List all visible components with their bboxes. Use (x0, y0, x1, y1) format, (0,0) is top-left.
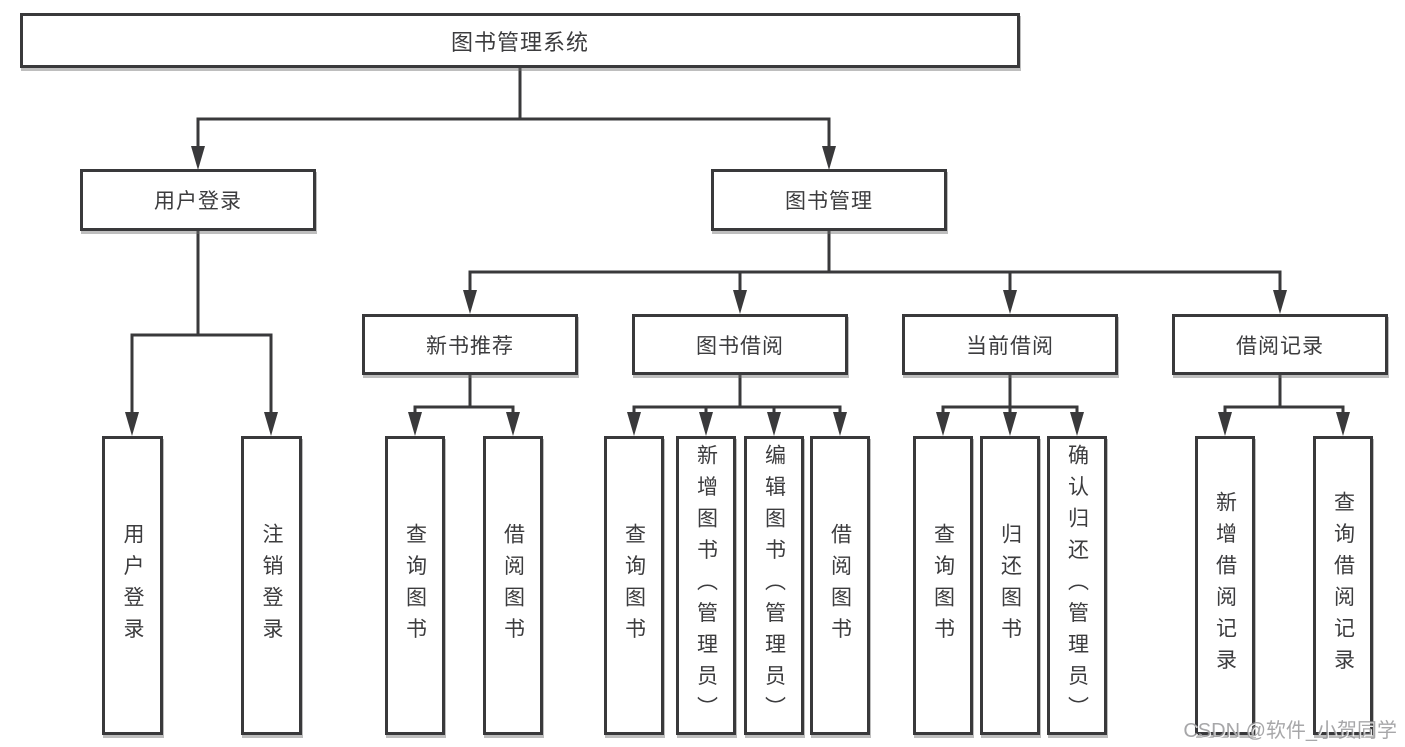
node-new-book-recommendation: 新书推荐 (362, 314, 578, 375)
node-label: 查询图书 (931, 522, 955, 649)
node-label: 查询借阅记录 (1331, 491, 1355, 680)
node-label: 借阅图书 (828, 522, 852, 649)
node-label: 借阅图书 (501, 522, 525, 649)
node-book-management: 图书管理 (711, 169, 947, 231)
node-label: 编辑图书（管理员） (762, 443, 786, 728)
node-label: 借阅记录 (1236, 334, 1324, 358)
leaf-add-books-admin: 新增图书（管理员） (676, 436, 736, 735)
leaf-logout: 注销登录 (241, 436, 302, 735)
leaf-query-borrow-record: 查询借阅记录 (1313, 436, 1373, 735)
node-label: 查询图书 (622, 522, 646, 649)
leaf-borrow-books-1: 借阅图书 (483, 436, 543, 735)
node-library-management-system: 图书管理系统 (20, 13, 1020, 68)
leaf-query-books-3: 查询图书 (913, 436, 973, 735)
leaf-query-books-1: 查询图书 (385, 436, 445, 735)
node-book-borrowing: 图书借阅 (632, 314, 848, 375)
watermark: CSDN @软件_小贺同学 (1183, 720, 1397, 742)
leaf-user-login: 用户登录 (102, 436, 163, 735)
node-label: 新增借阅记录 (1213, 491, 1237, 680)
arrowheads (125, 146, 1350, 436)
leaf-confirm-return-admin: 确认归还（管理员） (1047, 436, 1107, 735)
node-label: 查询图书 (403, 522, 427, 649)
node-label: 注销登录 (260, 522, 283, 649)
leaf-edit-books-admin: 编辑图书（管理员） (744, 436, 804, 735)
node-label: 图书管理系统 (450, 29, 589, 55)
leaf-borrow-books-2: 借阅图书 (810, 436, 870, 735)
leaf-query-books-2: 查询图书 (604, 436, 664, 735)
node-label: 图书管理 (785, 190, 873, 213)
node-label: 当前借阅 (966, 334, 1054, 358)
node-label: 用户登录 (154, 190, 242, 213)
leaf-return-books: 归还图书 (980, 436, 1040, 735)
node-label: 用户登录 (121, 522, 144, 649)
leaf-add-borrow-record: 新增借阅记录 (1195, 436, 1255, 735)
node-label: 图书借阅 (696, 334, 784, 358)
node-label: 新增图书（管理员） (694, 443, 718, 728)
node-current-borrowing: 当前借阅 (902, 314, 1118, 375)
node-label: 归还图书 (998, 522, 1022, 649)
node-user-login: 用户登录 (80, 169, 316, 231)
node-label: 确认归还（管理员） (1065, 443, 1089, 728)
node-borrowing-records: 借阅记录 (1172, 314, 1388, 375)
node-label: 新书推荐 (426, 334, 514, 358)
